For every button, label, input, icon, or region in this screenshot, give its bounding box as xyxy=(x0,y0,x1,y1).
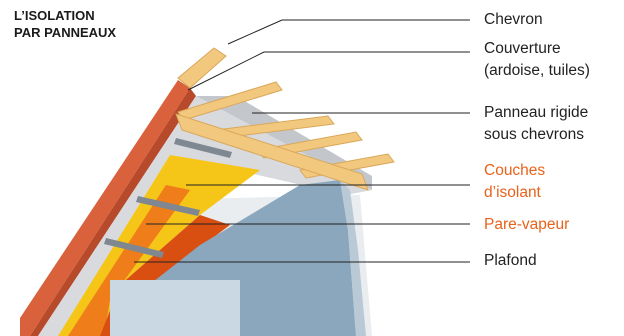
diagram-title: L’ISOLATION PAR PANNEAUX xyxy=(14,7,116,41)
leader-chevron xyxy=(227,19,470,45)
roof-covering-edge xyxy=(30,88,196,336)
label-couches-line-1: Couches xyxy=(484,162,546,179)
label-panneau-line-1: Panneau rigide xyxy=(484,104,589,121)
ceiling-face xyxy=(110,280,240,336)
label-couverture-line-1: Couverture xyxy=(484,40,561,57)
label-couches-isolant: Couches d’isolant xyxy=(484,160,545,204)
metal-rails xyxy=(104,138,232,258)
label-chevron: Chevron xyxy=(484,11,543,28)
vapor-barrier xyxy=(100,215,230,336)
label-couches-line-2: d’isolant xyxy=(484,184,541,201)
insulation-orange-layer xyxy=(68,185,190,336)
title-line-1: L’ISOLATION xyxy=(14,8,95,23)
rafter-main xyxy=(177,47,227,89)
label-couverture: Couverture (ardoise, tuiles) xyxy=(484,38,590,82)
label-panneau-line-2: sous chevrons xyxy=(484,126,584,143)
ceiling-edge xyxy=(340,180,366,336)
label-plafond: Plafond xyxy=(484,252,537,269)
label-panneau-rigide: Panneau rigide sous chevrons xyxy=(484,102,588,146)
label-pare-vapeur: Pare-vapeur xyxy=(484,216,570,233)
roof-covering xyxy=(20,80,190,336)
rafters xyxy=(175,47,395,191)
title-line-2: PAR PANNEAUX xyxy=(14,25,117,40)
label-couverture-line-2: (ardoise, tuiles) xyxy=(484,62,590,79)
leader-couverture xyxy=(187,51,470,91)
rafter-lower xyxy=(175,113,369,191)
leader-lines xyxy=(134,19,470,263)
